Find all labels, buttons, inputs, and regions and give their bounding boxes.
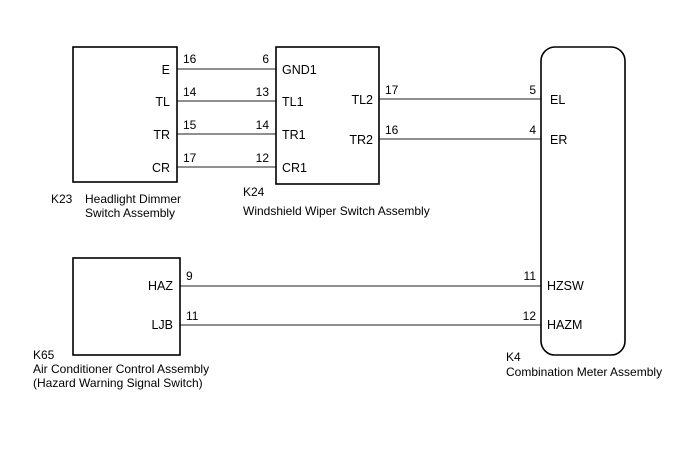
pin-k65-ljb: 11 (186, 309, 199, 323)
k23-terminal-e: E (162, 63, 170, 77)
k4-code: K4 (506, 350, 521, 364)
pin-k23-e: 16 (183, 52, 197, 66)
k23-code: K23 (51, 192, 73, 206)
k24-terminal-cr1: CR1 (282, 161, 307, 175)
k24-terminal-tl1: TL1 (282, 95, 304, 109)
k24-terminal-gnd1: GND1 (282, 63, 317, 77)
k24-terminal-tr1: TR1 (282, 128, 306, 142)
pin-k23-tr: 15 (183, 118, 197, 132)
k4-terminal-hazm: HAZM (547, 318, 582, 332)
pin-k24-gnd1: 6 (262, 52, 269, 66)
component-k4: EL ER HZSW HAZM K4 Combination Meter Ass… (506, 46, 662, 379)
k24-code: K24 (243, 185, 265, 199)
k65-code: K65 (33, 348, 55, 362)
pin-k24-tl1: 13 (256, 85, 270, 99)
k65-name-line2: (Hazard Warning Signal Switch) (33, 376, 203, 390)
pin-k24-tr2: 16 (385, 123, 399, 137)
k4-name: Combination Meter Assembly (506, 365, 662, 379)
k4-terminal-hzsw: HZSW (547, 279, 584, 293)
component-k23: E TL TR CR K23 Headlight Dimmer Switch A… (51, 46, 181, 220)
pin-k23-tl: 14 (183, 85, 197, 99)
k65-terminal-haz: HAZ (148, 279, 173, 293)
pin-k24-tl2: 17 (385, 83, 399, 97)
pin-k4-er: 4 (529, 123, 536, 137)
pin-k65-haz: 9 (186, 269, 193, 283)
k24-box (275, 46, 380, 185)
component-k65: HAZ LJB K65 Air Conditioner Control Asse… (33, 257, 209, 390)
k23-terminal-tr: TR (153, 128, 170, 142)
k23-name-line2: Switch Assembly (85, 206, 175, 220)
k65-terminal-ljb: LJB (151, 318, 173, 332)
k24-terminal-tr2: TR2 (349, 133, 373, 147)
pin-k24-tr1: 14 (256, 118, 270, 132)
pin-k23-cr: 17 (183, 151, 197, 165)
k4-terminal-el: EL (550, 93, 565, 107)
pin-k4-el: 5 (529, 83, 536, 97)
k23-terminal-tl: TL (155, 95, 170, 109)
pin-k4-hazm: 12 (523, 309, 537, 323)
pin-k24-cr1: 12 (256, 151, 270, 165)
k4-terminal-er: ER (550, 133, 567, 147)
pin-k4-hzsw: 11 (524, 269, 537, 283)
component-k24: GND1 TL1 TR1 CR1 TL2 TR2 K24 Windshield … (243, 46, 430, 218)
k24-name: Windshield Wiper Switch Assembly (243, 204, 430, 218)
k24-terminal-tl2: TL2 (351, 93, 373, 107)
k65-box (72, 257, 181, 356)
k65-name-line1: Air Conditioner Control Assembly (33, 362, 209, 376)
k23-terminal-cr: CR (152, 161, 170, 175)
k23-name-line1: Headlight Dimmer (85, 192, 181, 206)
k23-box (72, 46, 178, 183)
k4-box (540, 46, 626, 356)
